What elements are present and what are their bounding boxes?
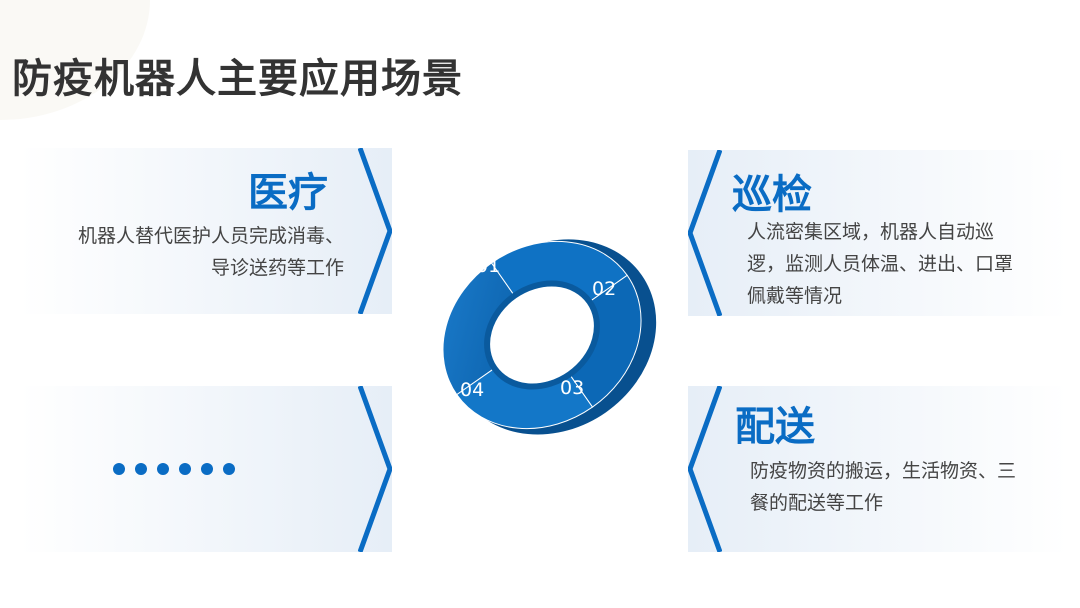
panel-medical [20, 148, 392, 314]
ring-label-03: 03 [560, 377, 584, 399]
dot [179, 463, 191, 475]
panel-delivery [688, 386, 1068, 552]
desc-line: 导诊送药等工作 [210, 257, 344, 279]
heading-medical: 医疗 [248, 170, 328, 216]
ring-label-04: 04 [460, 379, 484, 401]
dot [113, 463, 125, 475]
panel-inspection [688, 150, 1068, 316]
ellipsis-dots [113, 463, 235, 475]
desc-line: 逻，监测人员体温、进出、口罩 [747, 253, 1014, 275]
ring-label-02: 02 [592, 278, 616, 300]
desc-line: 防疫物资的搬运，生活物资、三 [750, 460, 1017, 482]
chevron-right-icon [358, 148, 392, 314]
heading-inspection: 巡检 [732, 172, 812, 218]
dot [201, 463, 213, 475]
desc-medical: 机器人替代医护人员完成消毒、 导诊送药等工作 [26, 220, 344, 284]
desc-line: 餐的配送等工作 [750, 492, 884, 514]
chevron-left-icon [688, 386, 722, 552]
ring-label-01: 01 [476, 255, 500, 277]
heading-delivery: 配送 [735, 404, 815, 450]
desc-line: 机器人替代医护人员完成消毒、 [77, 225, 344, 247]
desc-delivery: 防疫物资的搬运，生活物资、三 餐的配送等工作 [750, 455, 1068, 519]
chevron-left-icon [688, 150, 722, 316]
desc-inspection: 人流密集区域，机器人自动巡 逻，监测人员体温、进出、口罩 佩戴等情况 [747, 216, 1067, 312]
cycle-ring-diagram: 01 02 03 04 [442, 239, 657, 435]
desc-line: 人流密集区域，机器人自动巡 [747, 221, 995, 243]
dot [157, 463, 169, 475]
ring-hole [484, 280, 600, 390]
dot [135, 463, 147, 475]
page-title: 防疫机器人主要应用场景 [12, 56, 463, 102]
chevron-right-icon [358, 386, 392, 552]
desc-line: 佩戴等情况 [747, 285, 843, 307]
dot [223, 463, 235, 475]
